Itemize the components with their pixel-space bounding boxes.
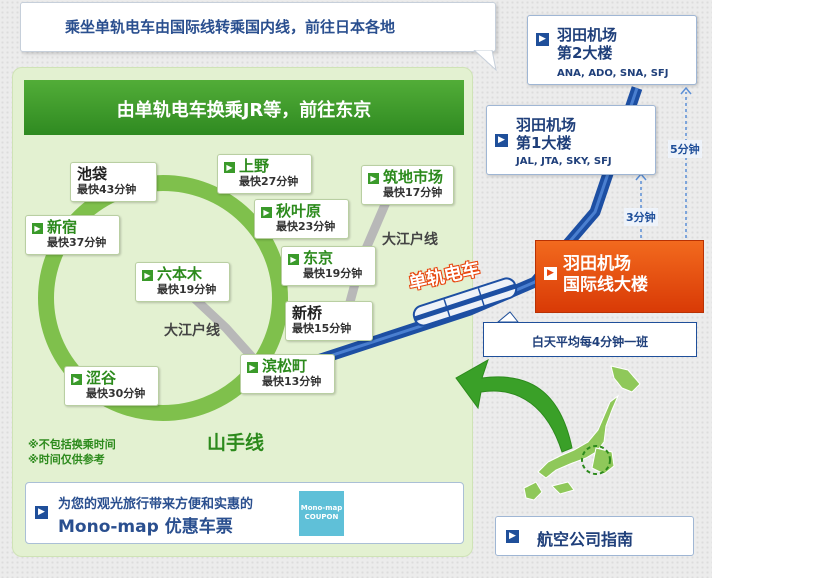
station-shibuya[interactable]: ▶ 涩谷 最快30分钟	[64, 366, 159, 406]
station-akihabara[interactable]: ▶ 秋叶原 最快23分钟	[254, 199, 349, 239]
note-reference: ※时间仅供参考	[28, 453, 105, 466]
arrow-right-icon: ▶	[368, 173, 379, 184]
arrow-right-icon: ▶	[544, 267, 557, 280]
tokyo-access-panel	[12, 67, 473, 557]
station-time: 最快17分钟	[383, 186, 443, 199]
duration-t2: 5分钟	[668, 140, 702, 158]
station-time: 最快23分钟	[276, 220, 336, 233]
yamanote-line-label: 山手线	[207, 432, 265, 454]
station-name: 池袋	[77, 165, 108, 183]
arrow-right-icon: ▶	[35, 506, 48, 519]
arrow-right-icon: ▶	[247, 362, 258, 373]
station-hamamatsucho[interactable]: ▶ 滨松町 最快13分钟	[240, 354, 335, 394]
station-tsukiji[interactable]: ▶ 筑地市场 最快17分钟	[361, 165, 454, 205]
arrow-right-icon: ▶	[32, 223, 43, 234]
arrow-right-icon: ▶	[495, 134, 508, 147]
station-roppongi[interactable]: ▶ 六本木 最快19分钟	[135, 262, 230, 302]
station-time: 最快27分钟	[239, 175, 299, 188]
station-name: 东京	[303, 249, 334, 267]
jr-transfer-banner: 由单轨电车换乘JR等，前往东京	[24, 80, 464, 135]
oedo-line-label: 大江户线	[164, 323, 220, 339]
coupon-subtitle: 为您的观光旅行带来方便和实惠的	[58, 497, 254, 512]
airline-guide-button[interactable]: ▶ 航空公司指南	[495, 516, 694, 556]
terminal-name-line: 第2大楼	[557, 44, 613, 62]
terminal-1-name: 羽田机场 第1大楼	[516, 116, 576, 152]
station-time: 最快43分钟	[77, 183, 137, 196]
coupon-banner[interactable]: ▶ 为您的观光旅行带来方便和实惠的 Mono-map 优惠车票 Mono-map…	[25, 482, 464, 544]
header-bubble: 乘坐单轨电车由国际线转乘国内线，前往日本各地	[20, 2, 496, 52]
terminal-name-line: 羽田机场	[516, 116, 577, 134]
terminal-name-line: 羽田机场	[557, 26, 618, 44]
station-time: 最快15分钟	[292, 322, 352, 335]
note-transfer: ※不包括换乘时间	[28, 438, 116, 451]
page-title: 乘坐单轨电车由国际线转乘国内线，前往日本各地	[65, 18, 396, 36]
station-tokyo[interactable]: ▶ 东京 最快19分钟	[281, 246, 376, 286]
frequency-box: 白天平均每4分钟一班	[483, 322, 697, 357]
frequency-text: 白天平均每4分钟一班	[531, 335, 649, 349]
arrow-right-icon: ▶	[261, 207, 272, 218]
japan-map-icon	[523, 365, 641, 501]
station-ikebukuro[interactable]: 池袋 最快43分钟	[70, 162, 157, 202]
arrow-right-icon: ▶	[288, 254, 299, 265]
arrow-right-icon: ▶	[536, 33, 549, 46]
terminal-name-line: 第1大楼	[516, 134, 572, 152]
station-name: 涩谷	[86, 369, 117, 387]
arrow-up-icon	[680, 86, 692, 95]
arrow-right-icon: ▶	[142, 270, 153, 281]
terminal-2-airlines: ANA, ADO, SNA, SFJ	[557, 68, 669, 79]
terminal-2-button[interactable]: ▶ 羽田机场 第2大楼 ANA, ADO, SNA, SFJ	[527, 15, 697, 85]
terminal-1-button[interactable]: ▶ 羽田机场 第1大楼 JAL, JTA, SKY, SFJ	[486, 105, 656, 175]
duration-t1: 3分钟	[624, 208, 658, 226]
station-time: 最快37分钟	[47, 236, 107, 249]
terminal-name-line: 国际线大楼	[563, 275, 648, 295]
station-name: 秋叶原	[276, 202, 322, 220]
station-time: 最快30分钟	[86, 387, 146, 400]
international-terminal-name: 羽田机场 国际线大楼	[563, 254, 648, 296]
arrow-right-icon: ▶	[506, 530, 519, 543]
station-time: 最快19分钟	[303, 267, 363, 280]
station-name: 上野	[239, 157, 270, 175]
station-shinjuku[interactable]: ▶ 新宿 最快37分钟	[25, 215, 120, 255]
station-name: 新桥	[292, 304, 323, 322]
station-time: 最快19分钟	[157, 283, 217, 296]
jr-transfer-title: 由单轨电车换乘JR等，前往东京	[116, 100, 372, 121]
station-name: 新宿	[47, 218, 78, 236]
airline-guide-label: 航空公司指南	[537, 530, 634, 549]
arrow-right-icon: ▶	[224, 162, 235, 173]
transfer-arrow-icon	[455, 358, 573, 453]
station-shimbashi[interactable]: 新桥 最快15分钟	[285, 301, 373, 341]
international-terminal-button[interactable]: ▶ 羽田机场 国际线大楼	[535, 240, 704, 313]
station-name: 六本木	[157, 265, 203, 283]
terminal-1-airlines: JAL, JTA, SKY, SFJ	[516, 156, 612, 167]
arrow-right-icon: ▶	[71, 374, 82, 385]
coupon-title: Mono-map 优惠车票	[58, 517, 233, 537]
yamanote-line	[38, 175, 288, 421]
frequency-pointer	[496, 311, 520, 323]
station-ueno[interactable]: ▶ 上野 最快27分钟	[217, 154, 312, 194]
station-name: 筑地市场	[383, 168, 444, 186]
station-time: 最快13分钟	[262, 375, 322, 388]
bubble-tail	[473, 50, 497, 72]
coupon-logo: Mono-map COUPON	[299, 491, 344, 536]
train-icon	[412, 277, 518, 327]
terminal-2-name: 羽田机场 第2大楼	[557, 26, 617, 62]
station-name: 滨松町	[262, 357, 308, 375]
tokyo-marker	[581, 445, 611, 475]
terminal-name-line: 羽田机场	[563, 254, 631, 274]
oedo-line-label: 大江户线	[382, 232, 438, 248]
